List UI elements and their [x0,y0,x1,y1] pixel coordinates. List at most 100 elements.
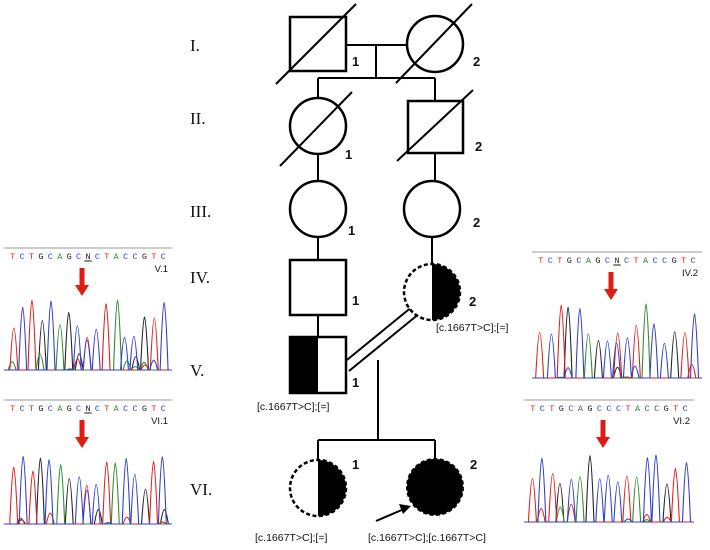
trace-t [524,467,694,523]
individual-number-vi2: 2 [470,457,477,472]
generation-label-4: IV. [190,268,210,287]
individual-iii1 [288,179,348,239]
genotype-vi1: [c.1667T>C];[=] [255,532,327,544]
variant-arrow-icon [596,420,610,448]
sequence-base: G [664,404,669,414]
individual-number-iii2: 2 [473,215,480,230]
sequence-base: C [548,256,553,266]
sequence-base: T [104,404,109,414]
variant-arrow-icon [75,268,89,296]
individual-number-iv1: 1 [352,293,359,308]
variant-arrow-icon [75,420,89,448]
sequence-base: T [673,404,678,414]
variant-arrow-icon [604,272,618,300]
individual-number-i1: 1 [352,54,359,69]
sequence-base: T [151,404,156,414]
sequence-base: C [691,256,696,266]
individual-number-vi1: 1 [352,457,359,472]
sequence-base: T [104,252,109,262]
trace-c [4,300,172,371]
generation-label-1: I. [190,36,200,55]
individual-ii2 [396,89,474,162]
sequence-base: C [683,404,688,414]
sequence-base: C [645,404,650,414]
sequence-base: G [559,404,564,414]
sequence-base: C [76,252,81,262]
sequence-base: G [142,252,147,262]
sequence-base: C [624,256,629,266]
chromatogram-label: IV.2 [682,268,698,279]
sequence-base: C [161,252,166,262]
sequence-base: C [605,256,610,266]
sequence-base: A [635,404,641,414]
individual-i2 [395,3,473,84]
sequence-base: C [133,252,138,262]
sequence-base: A [578,404,584,414]
genotype-vi2: [c.1667T>C];[c.1667T>C] [368,532,486,544]
sequence-base: T [29,252,34,262]
individual-iv1 [288,258,348,317]
consanguineous-marriage-line [341,305,421,372]
individual-i1 [275,3,357,85]
sequence-base: G [142,404,147,414]
sequence-base: A [643,256,649,266]
sequence-base: C [20,252,25,262]
trace-t [4,299,172,371]
proband-arrow-icon [375,504,411,522]
sequence-base: T [530,404,535,414]
chromatogram-label: V.1 [155,264,168,275]
sequence-base: C [606,404,611,414]
sequence-base: G [587,404,592,414]
trace-c [4,455,172,525]
sequence-base: C [568,404,573,414]
individual-vi2-proband [406,458,464,516]
sequence-base: G [38,252,43,262]
pedigree-lines [317,44,436,460]
sequence-base: C [76,404,81,414]
chromatogram-label: VI.2 [673,416,690,427]
generation-label-5: V. [190,361,204,380]
sequence-base: C [161,404,166,414]
sequence-base: T [634,256,639,266]
genotype-iv2: [c.1667T>C];[=] [436,322,508,334]
sequence-base: C [48,252,53,262]
sequence-base: C [123,252,128,262]
sequence-base: N [85,252,90,262]
individual-number-v1: 1 [352,375,359,390]
sequence-base: C [123,404,128,414]
sequence-base: C [48,404,53,414]
generation-label-6: VI. [190,480,212,499]
individual-v1 [288,335,348,395]
sequence-base: G [595,256,600,266]
sequence-base: A [57,404,63,414]
sequence-base: C [540,404,545,414]
individual-ii1 [279,91,353,167]
sequence-base: G [672,256,677,266]
sequence-base: C [616,404,621,414]
sequence-base: T [626,404,631,414]
generation-label-2: II. [190,109,206,128]
sequence-base: T [538,256,543,266]
sequence-base: C [20,404,25,414]
individual-number-ii2: 2 [475,139,482,154]
sequence-base: C [95,404,100,414]
sequence-base: G [567,256,572,266]
sequence-base: T [29,404,34,414]
sequence-base: A [114,252,120,262]
individual-iv2 [402,262,462,322]
sequence-base: T [549,404,554,414]
sequence-base: T [10,404,15,414]
sequence-base: C [653,256,658,266]
sequence-base: T [681,256,686,266]
sequence-base: C [662,256,667,266]
sequence-base: A [57,252,63,262]
individual-number-i2: 2 [473,54,480,69]
sequence-base: C [576,256,581,266]
individual-vi1 [288,458,348,518]
genotype-v1: [c.1667T>C];[=] [257,401,329,413]
